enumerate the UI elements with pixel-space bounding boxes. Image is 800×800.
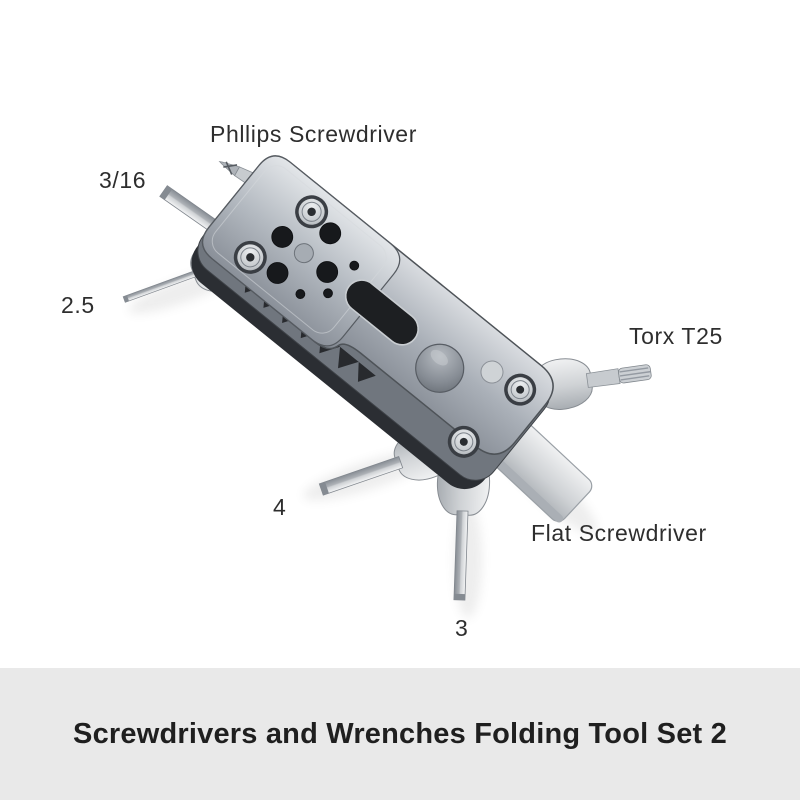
dome-button — [415, 343, 465, 393]
label-torx-t25: Torx T25 — [629, 323, 723, 349]
product-title: Screwdrivers and Wrenches Folding Tool S… — [73, 717, 727, 750]
body-slot — [344, 279, 419, 346]
bit-holes — [266, 222, 360, 299]
pivot-screw — [447, 425, 480, 458]
pivot-screw — [504, 373, 537, 406]
label-hex-3: 3 — [455, 615, 469, 641]
label-hex-3-16: 3/16 — [99, 167, 147, 193]
tail-dot — [480, 360, 504, 384]
pivot-screw — [233, 240, 267, 274]
label-phillips-screwdriver: Phllips Screwdriver — [210, 121, 417, 147]
label-hex-4: 4 — [273, 494, 287, 520]
label-flat-screwdriver: Flat Screwdriver — [531, 520, 707, 546]
center-boss — [293, 243, 314, 264]
label-hex-2-5: 2.5 — [61, 292, 95, 318]
tool-body — [191, 155, 554, 490]
pivot-screw — [295, 195, 329, 229]
caption-bar: Screwdrivers and Wrenches Folding Tool S… — [0, 668, 800, 800]
